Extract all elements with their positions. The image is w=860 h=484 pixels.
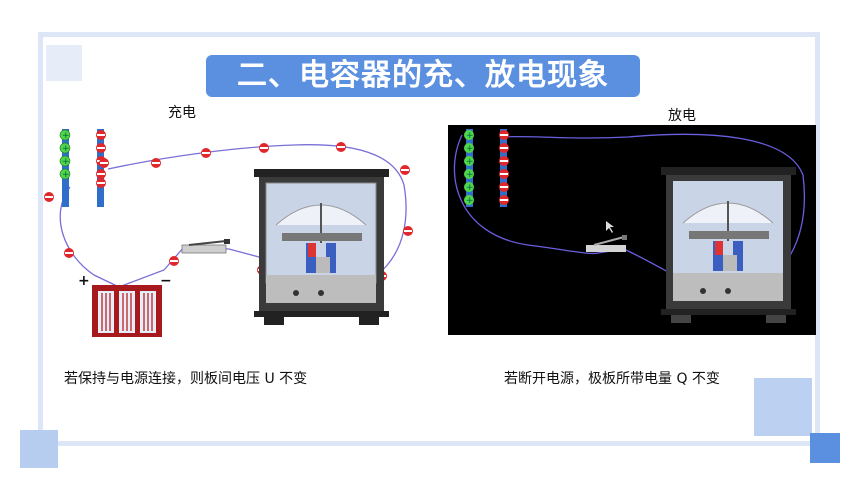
- discharging-diagram: + + + + + +: [448, 125, 816, 335]
- charging-circuit-svg: + + + +: [44, 129, 413, 337]
- capacitor-plate-left: [62, 129, 69, 207]
- svg-text:+: +: [466, 196, 474, 206]
- discharging-caption: 若断开电源，极板所带电量 Q 不变: [504, 371, 720, 387]
- page-title: 二、电容器的充、放电现象: [206, 55, 640, 97]
- capacitor-plate-right: [97, 129, 104, 207]
- decor-square-bottom-left: [20, 430, 58, 468]
- charging-caption: 若保持与电源连接，则板间电压 U 不变: [64, 371, 308, 387]
- svg-text:+: +: [62, 131, 70, 141]
- electrometer: [661, 167, 796, 323]
- discharging-label: 放电: [668, 108, 696, 124]
- charging-label: 充电: [168, 105, 196, 121]
- positive-charges-group: + + + +: [59, 129, 71, 180]
- battery-plus-sign: +: [78, 273, 90, 289]
- decor-square-bottom-right-light: [754, 378, 812, 436]
- charging-wire: [59, 144, 407, 292]
- svg-text:+: +: [62, 144, 70, 154]
- negative-charges-group: [499, 130, 509, 205]
- svg-text:+: +: [62, 170, 70, 180]
- positive-charges-group: + + + + + +: [464, 130, 474, 206]
- capacitor-plate-left: [466, 129, 473, 207]
- switch: [586, 235, 627, 252]
- slide-frame: [38, 32, 820, 446]
- mouse-cursor-icon: [606, 221, 614, 233]
- svg-text:+: +: [466, 183, 474, 193]
- battery-minus-sign: −: [160, 273, 172, 289]
- decor-square-bottom-right-dark: [810, 433, 840, 463]
- decor-square-top-left: [46, 45, 82, 81]
- svg-text:+: +: [466, 144, 474, 154]
- switch: [181, 239, 230, 254]
- svg-text:+: +: [466, 170, 474, 180]
- svg-text:+: +: [62, 157, 70, 167]
- discharging-circuit-svg: + + + + + +: [453, 129, 805, 323]
- svg-text:+: +: [466, 131, 474, 141]
- electrometer: [254, 169, 389, 325]
- charging-diagram: + + + +: [44, 125, 416, 337]
- svg-text:+: +: [466, 157, 474, 167]
- battery: [92, 285, 162, 337]
- capacitor-plate-right: [500, 129, 507, 207]
